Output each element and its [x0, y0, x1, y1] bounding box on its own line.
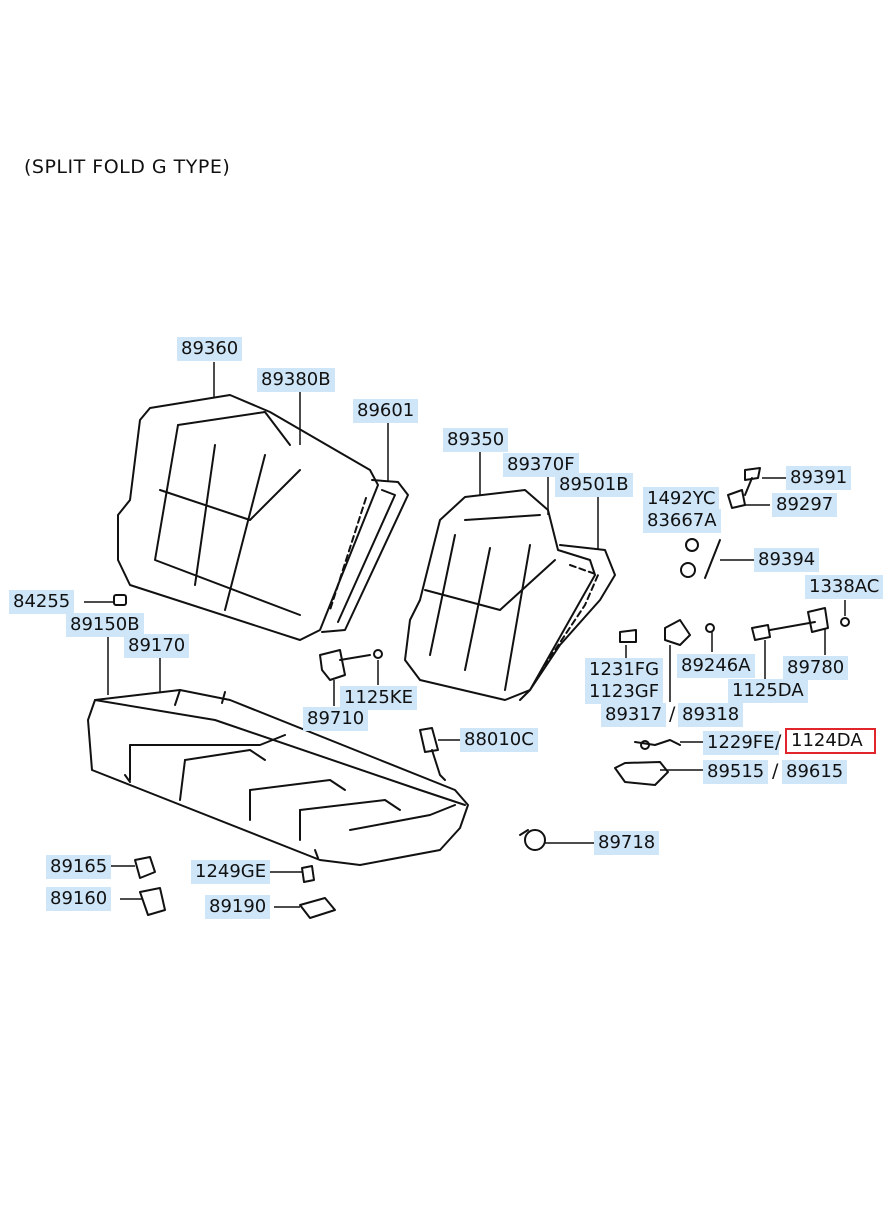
diagram-title: (SPLIT FOLD G TYPE)	[24, 156, 231, 178]
part-label-1249ge[interactable]: 1249GE	[191, 860, 271, 884]
separator-slash: /	[775, 731, 782, 753]
part-label-89190[interactable]: 89190	[205, 895, 271, 919]
part-label-1338ac[interactable]: 1338AC	[805, 575, 884, 599]
part-label-89160[interactable]: 89160	[46, 887, 112, 911]
part-label-89150b[interactable]: 89150B	[66, 613, 144, 637]
part-label-89350[interactable]: 89350	[443, 428, 509, 452]
part-label-89515[interactable]: 89515	[703, 760, 769, 784]
part-label-84255[interactable]: 84255	[9, 590, 75, 614]
left-back-frame	[321, 479, 409, 633]
part-label-1229fe[interactable]: 1229FE	[703, 731, 779, 755]
part-label-89391[interactable]: 89391	[786, 466, 852, 490]
right-seatback	[404, 489, 596, 701]
part-label-1492yc[interactable]: 1492YC	[643, 487, 720, 511]
part-label-89615[interactable]: 89615	[782, 760, 848, 784]
separator-slash: /	[669, 703, 676, 725]
part-label-89165[interactable]: 89165	[46, 855, 112, 879]
part-label-89601[interactable]: 89601	[353, 399, 419, 423]
part-label-88010c[interactable]: 88010C	[460, 728, 538, 752]
part-label-89317[interactable]: 89317	[601, 703, 667, 727]
part-label-89360[interactable]: 89360	[177, 337, 243, 361]
part-label-89394[interactable]: 89394	[754, 548, 820, 572]
part-label-89370f[interactable]: 89370F	[503, 453, 579, 477]
part-label-83667a[interactable]: 83667A	[643, 509, 721, 533]
part-label-89710[interactable]: 89710	[303, 707, 369, 731]
part-label-89718[interactable]: 89718	[594, 831, 660, 855]
part-label-89318[interactable]: 89318	[678, 703, 744, 727]
seat-cushion	[87, 689, 469, 866]
part-label-89246a[interactable]: 89246A	[677, 654, 755, 678]
part-label-1125ke[interactable]: 1125KE	[340, 686, 417, 710]
part-label-1125da[interactable]: 1125DA	[728, 679, 808, 703]
part-label-1123gf[interactable]: 1123GF	[585, 680, 664, 704]
part-label-89501b[interactable]: 89501B	[555, 473, 633, 497]
part-label-89170[interactable]: 89170	[124, 634, 190, 658]
separator-slash: /	[772, 760, 779, 782]
part-label-89380b[interactable]: 89380B	[257, 368, 335, 392]
part-label-1124da-highlighted[interactable]: 1124DA	[785, 728, 876, 754]
part-label-89780[interactable]: 89780	[783, 656, 849, 680]
left-seatback	[117, 394, 379, 641]
part-label-1231fg[interactable]: 1231FG	[585, 658, 664, 682]
right-back-frame	[519, 544, 616, 701]
part-label-89297[interactable]: 89297	[772, 493, 838, 517]
